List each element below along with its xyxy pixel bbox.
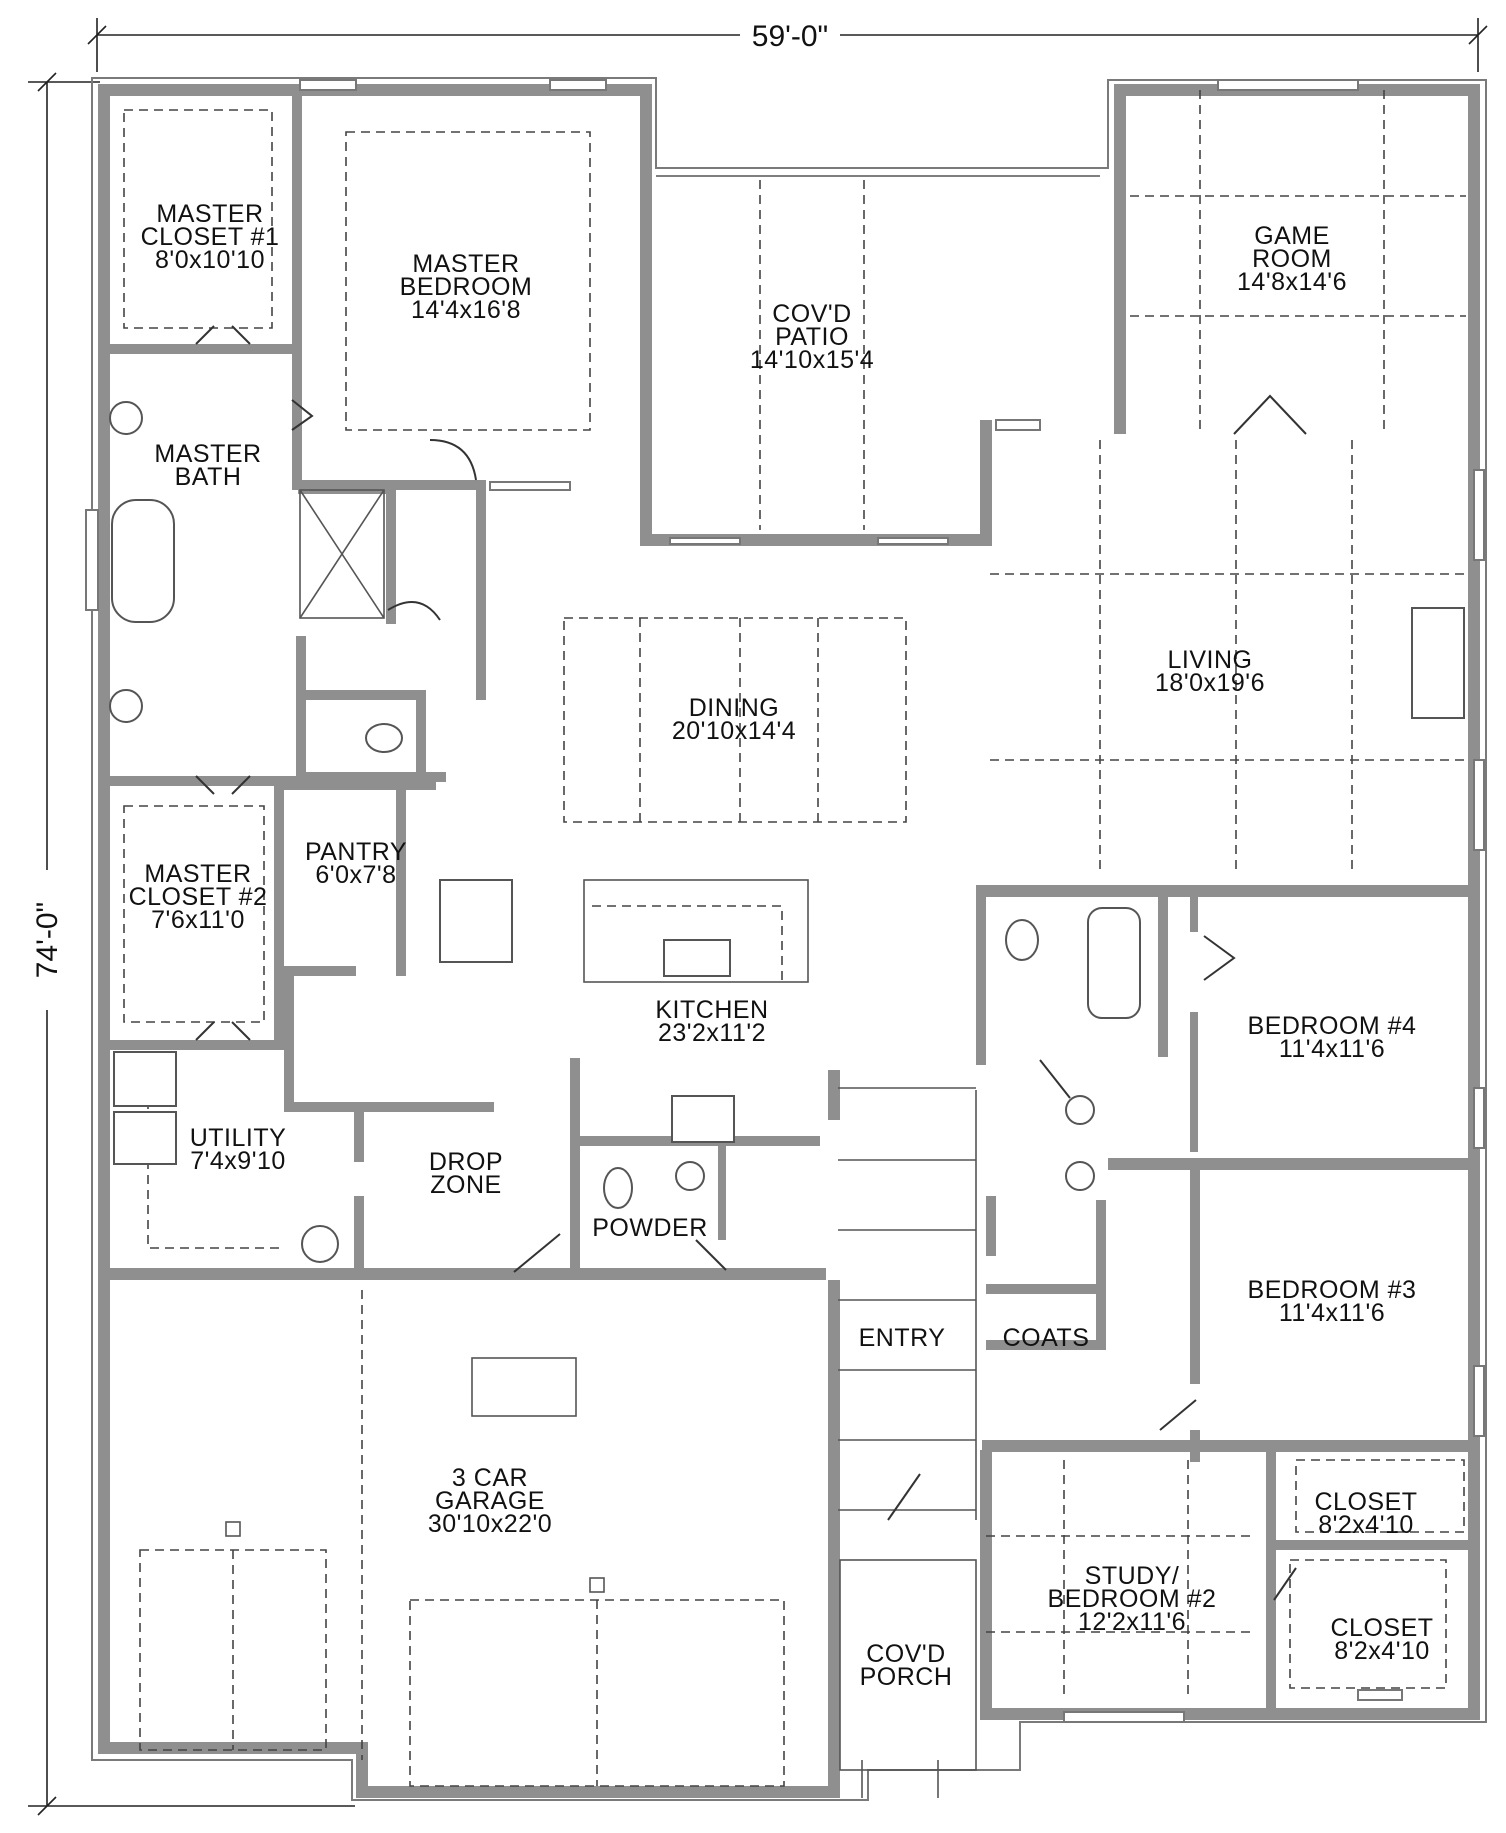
sink-icon (109, 401, 143, 435)
powder-label: POWDER (592, 1214, 708, 1242)
water-heater-icon (301, 1225, 339, 1263)
coats-label: COATS (1003, 1324, 1090, 1352)
exterior-walls (91, 77, 1487, 1801)
island-sink-icon (663, 939, 731, 977)
dryer-icon (113, 1111, 177, 1165)
windows (85, 79, 1485, 1723)
refrigerator-icon (439, 879, 513, 963)
depth-dimension-label: 74'-0" (31, 902, 64, 978)
width-dimension-label: 59'-0" (752, 20, 828, 53)
width-dimension: 59'-0" (87, 18, 1488, 72)
bathtub-icon (111, 499, 175, 623)
cooktop-icon (671, 1095, 735, 1143)
toilet-icon (603, 1167, 633, 1209)
toilet-icon (365, 723, 403, 753)
washer-icon (113, 1051, 177, 1107)
entry-label: ENTRY (859, 1324, 946, 1352)
fixtures (109, 401, 1465, 1593)
sink-icon (109, 689, 143, 723)
shower-icon (299, 489, 385, 619)
fireplace-icon (1411, 607, 1465, 719)
depth-dimension: 74'-0" (28, 72, 355, 1816)
sink-icon (1065, 1095, 1095, 1125)
sink-icon (675, 1161, 705, 1191)
toilet-icon (1005, 919, 1039, 961)
bathtub-icon (1087, 907, 1141, 1019)
doors (195, 325, 1307, 1601)
sink-icon (1065, 1161, 1095, 1191)
